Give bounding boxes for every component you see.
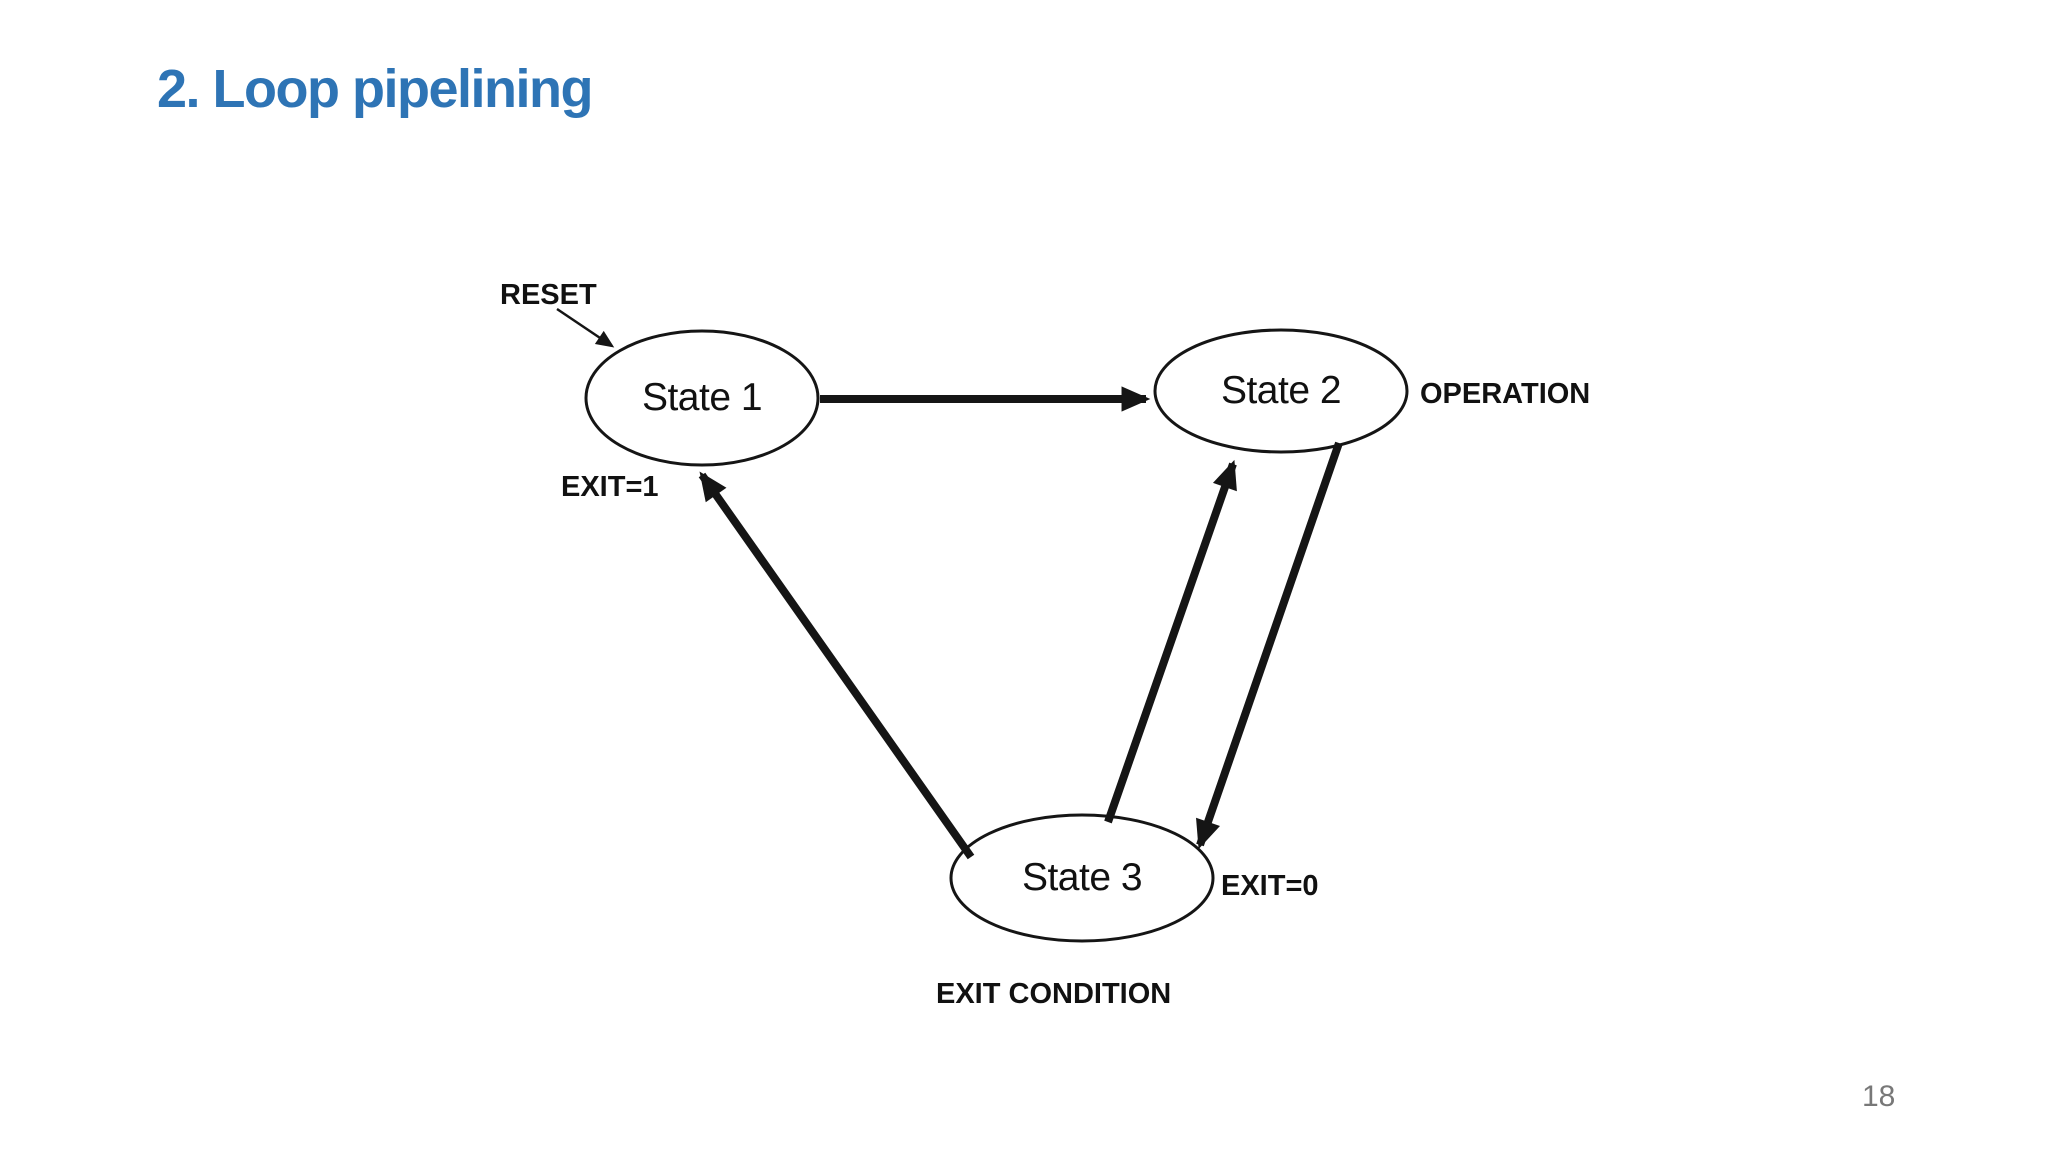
exit-condition-label: EXIT CONDITION	[936, 978, 1172, 1010]
state1-ellipse	[584, 329, 820, 467]
state3-ellipse	[949, 813, 1215, 943]
state2-ellipse	[1153, 328, 1409, 454]
reset-arrow	[556, 307, 615, 348]
page-number: 18	[1862, 1080, 1896, 1113]
exit0-label: EXIT=0	[1221, 870, 1319, 902]
transition-state3-to-state1-arrow	[698, 471, 975, 860]
operation-label: OPERATION	[1420, 378, 1591, 410]
reset-label: RESET	[500, 279, 597, 311]
slide-title: 2. Loop pipelining	[157, 59, 593, 119]
exit1-label: EXIT=1	[561, 471, 659, 503]
transition-state2-to-state3-arrow	[1196, 441, 1343, 850]
transition-state3-to-state2-arrow	[1104, 459, 1237, 824]
